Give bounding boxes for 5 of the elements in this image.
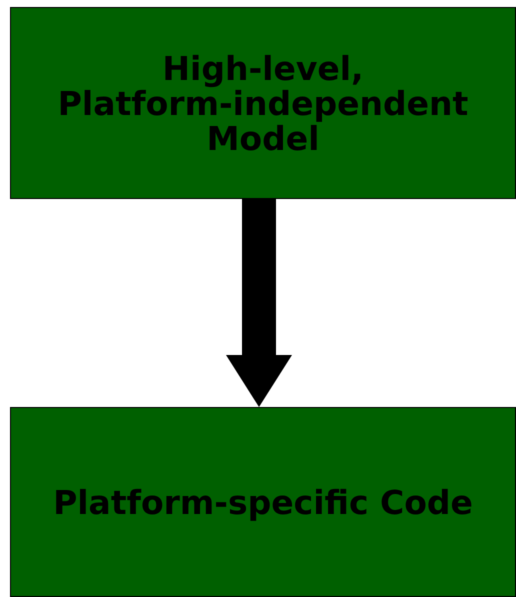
process-box	[10, 407, 516, 597]
box-text: High-level, Platform-independent Model	[56, 50, 470, 156]
arrow	[226, 199, 292, 407]
process-box	[10, 7, 516, 199]
box-text: Platform-specific Code	[53, 484, 473, 520]
